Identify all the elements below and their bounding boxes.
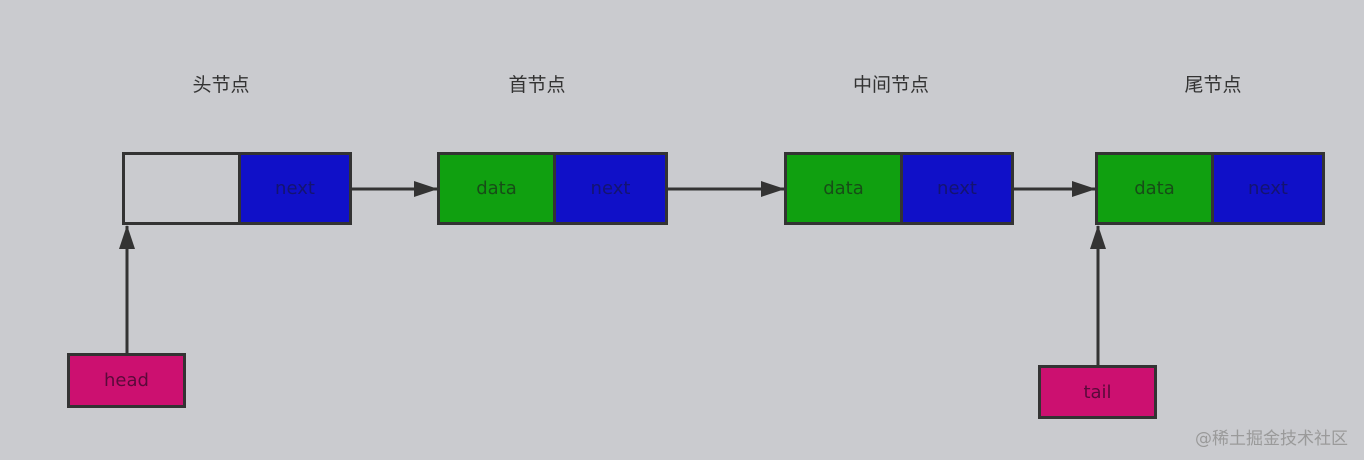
- head-node-data-cell: [122, 152, 241, 225]
- head-node-next-cell: next: [238, 152, 352, 225]
- title-head-node: 头节点: [192, 74, 250, 96]
- first-node-data-cell: data: [437, 152, 556, 225]
- middle-node-next-cell: next: [900, 152, 1014, 225]
- tail-pointer-box: tail: [1038, 365, 1157, 419]
- tail-node-data-cell: data: [1095, 152, 1214, 225]
- head-pointer-box: head: [67, 353, 186, 408]
- title-first-node: 首节点: [508, 74, 566, 96]
- title-tail-node: 尾节点: [1184, 74, 1242, 96]
- watermark: @稀土掘金技术社区: [1195, 429, 1348, 449]
- middle-node-data-cell: data: [784, 152, 903, 225]
- first-node-next-cell: next: [553, 152, 668, 225]
- title-middle-node: 中间节点: [852, 74, 930, 96]
- tail-node-next-cell: next: [1211, 152, 1325, 225]
